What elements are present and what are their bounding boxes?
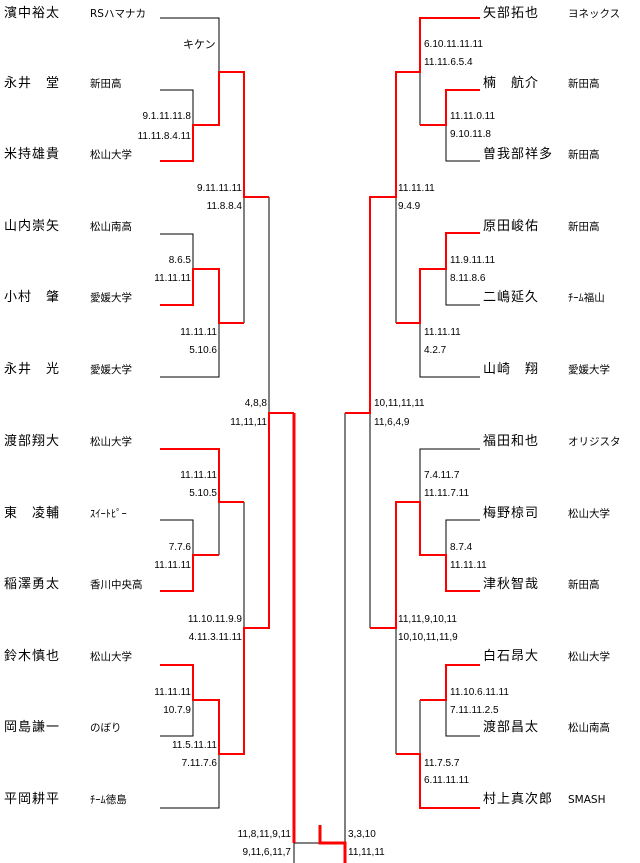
bracket-lines-plain [160, 17, 480, 863]
player-school: 松山大学 [90, 651, 132, 663]
forfeit-label: キケン [183, 38, 216, 51]
match-score-top: 11.11.11 [180, 327, 217, 338]
player-name: 永井 光 [4, 362, 61, 377]
match-score-bottom: 9.4.9 [398, 201, 421, 212]
player-name: 原田峻佑 [483, 219, 540, 234]
player-name: 曽我部祥多 [483, 147, 554, 162]
player-school: ﾁｰﾑ徳島 [90, 794, 127, 806]
match-score-bottom: 11,11,11 [230, 417, 267, 428]
player-name: 矢部拓也 [483, 6, 540, 21]
player-school: 新田高 [568, 149, 600, 161]
match-score-bottom: 4.2.7 [424, 345, 447, 356]
player-name: 永井 堂 [4, 76, 61, 91]
player-school: 愛媛大学 [568, 364, 610, 376]
player-school: 新田高 [568, 221, 600, 233]
match-score-top: 11,11,9,10,11 [398, 614, 457, 625]
match-score-bottom: 11.8.8.4 [206, 201, 242, 212]
match-score-bottom: 11.11.8.4.11 [137, 131, 191, 142]
player-name: 福田和也 [483, 434, 540, 449]
player-school: 新田高 [568, 579, 600, 591]
player-school: SMASH [568, 794, 606, 806]
match-score-top: 8.7.4 [450, 542, 473, 553]
match-score-top: 7.4.11.7 [424, 470, 460, 481]
player-school: 香川中央高 [90, 579, 143, 591]
bracket-lines-winner [160, 17, 480, 863]
player-name: 鈴木慎也 [4, 649, 61, 664]
match-score-top: 9.11.11.11 [196, 183, 242, 194]
player-school: 新田高 [90, 78, 122, 90]
match-score-top: 11.9.11.11 [450, 255, 496, 266]
match-score-top: 11,8,11,9,11 [237, 829, 291, 840]
player-name: 濱中裕太 [4, 6, 61, 21]
player-school: のぼり [90, 722, 122, 734]
match-score-top: 11.10.6.11.11 [450, 687, 509, 698]
match-score-bottom: 7.11.11.2.5 [450, 705, 499, 716]
match-score-top: 11.5.11.11 [171, 740, 217, 751]
player-name: 米持雄貴 [4, 147, 61, 162]
player-name: 二嶋延久 [483, 290, 540, 305]
match-score-bottom: 9.10.11.8 [450, 129, 491, 140]
match-score-bottom: 11,6,4,9 [374, 417, 410, 428]
match-score-top: 11.11.11 [154, 687, 191, 698]
match-score-bottom: 6.11.11.11 [424, 775, 470, 786]
match-score-top: 3,3,10 [348, 829, 376, 840]
match-score-bottom: 11.11.11 [450, 560, 487, 571]
player-school: 松山南高 [568, 722, 610, 734]
player-school: 新田高 [568, 78, 600, 90]
match-score-bottom: 11,11,11 [348, 847, 385, 858]
player-school: ﾁｰﾑ福山 [568, 292, 605, 304]
player-name: 山崎 翔 [483, 362, 540, 377]
player-name: 東 凌輔 [4, 506, 61, 521]
player-name: 山内崇矢 [4, 219, 61, 234]
player-school: 松山大学 [90, 436, 132, 448]
player-name: 稲澤勇太 [4, 577, 61, 592]
player-name: 渡部翔大 [4, 434, 61, 449]
match-score-bottom: 11.11.6.5.4 [424, 57, 473, 68]
player-school: 松山南高 [90, 221, 132, 233]
player-school: 松山大学 [90, 149, 132, 161]
match-score-top: 11.11.11 [398, 183, 435, 194]
player-school: ｽｲｰﾄﾋﾟｰ [90, 508, 127, 520]
match-score-bottom: 7.11.7.6 [181, 758, 217, 769]
player-name: 村上真次郎 [483, 792, 554, 807]
match-score-bottom: 10.7.9 [163, 705, 191, 716]
match-score-bottom: 9,11,6,11,7 [242, 847, 291, 858]
match-score-bottom: 8.11.8.6 [450, 273, 486, 284]
match-score-top: 11.11.11 [424, 327, 461, 338]
match-score-bottom: 11.11.11 [154, 560, 191, 571]
match-score-bottom: 4.11.3.11.11 [188, 632, 242, 643]
player-school: RSハマナカ [90, 8, 146, 20]
player-name: 小村 肇 [4, 290, 61, 305]
match-score-bottom: 11.11.11 [154, 273, 191, 284]
match-score-top: 6.10.11.11.11 [424, 39, 483, 50]
match-score-top: 7.7.6 [168, 542, 191, 553]
player-school: 松山大学 [568, 651, 610, 663]
match-score-top: 9.1.11.11.8 [142, 111, 191, 122]
match-score-top: 11.7.5.7 [424, 758, 460, 769]
player-school: 愛媛大学 [90, 292, 132, 304]
player-school: 愛媛大学 [90, 364, 132, 376]
match-score-top: 8.6.5 [168, 255, 191, 266]
player-school: ヨネックス [568, 8, 621, 20]
match-score-top: 11.11.11 [180, 470, 217, 481]
match-score-top: 10,11,11,11 [374, 398, 425, 409]
match-score-top: 11.10.11.9.9 [187, 614, 242, 625]
player-name: 平岡耕平 [4, 792, 61, 807]
player-name: 白石昂大 [483, 649, 540, 664]
match-score-bottom: 5.10.6 [189, 345, 217, 356]
player-school: 松山大学 [568, 508, 610, 520]
match-score-bottom: 10,10,11,11,9 [398, 632, 458, 643]
player-name: 渡部昌太 [483, 720, 540, 735]
player-name: 楠 航介 [483, 76, 540, 91]
player-name: 津秋智哉 [483, 577, 540, 592]
match-score-bottom: 11.11.7.11 [424, 488, 470, 499]
player-name: 岡島謙一 [4, 720, 61, 735]
match-score-bottom: 5.10.5 [189, 488, 217, 499]
match-score-top: 4,8,8 [244, 398, 267, 409]
match-score-top: 11.11.0.11 [450, 111, 496, 122]
player-school: オリジスタ [568, 436, 621, 448]
player-name: 梅野椋司 [483, 506, 540, 521]
